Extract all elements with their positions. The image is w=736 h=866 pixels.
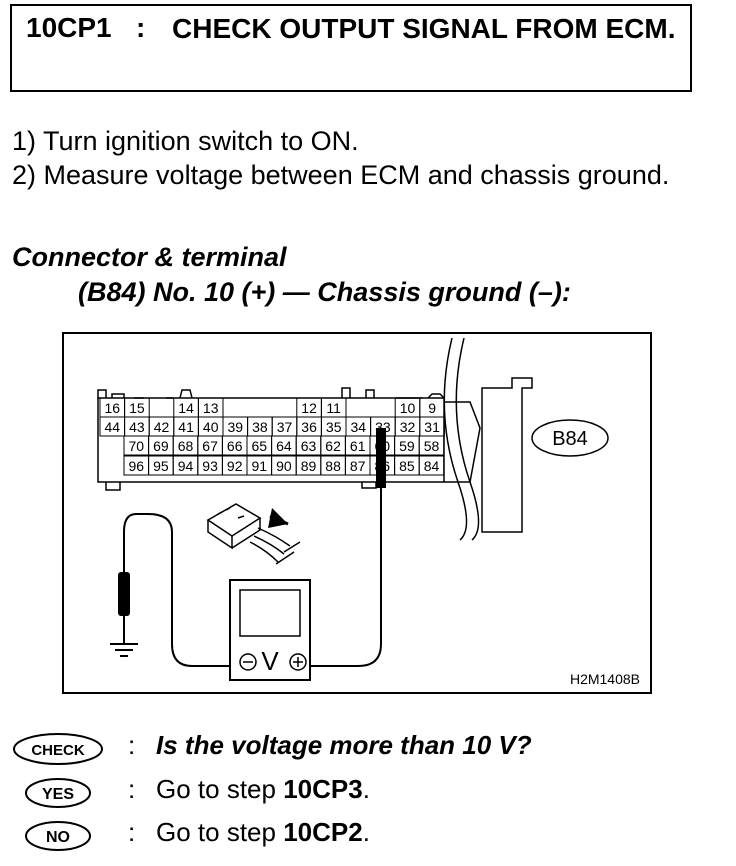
no-target-step: 10CP2: [283, 817, 363, 847]
pin-label: 70: [129, 438, 145, 454]
pin-label: 69: [153, 438, 169, 454]
pin-label: 10: [400, 400, 416, 416]
instruction-1: 1) Turn ignition switch to ON.: [12, 126, 359, 156]
connector-label: B84: [552, 428, 588, 450]
yes-answer: Go to step 10CP3.: [156, 774, 370, 805]
ground-symbol: [110, 643, 138, 657]
pin-label: 32: [400, 419, 416, 435]
connector-label-oval: [531, 419, 609, 457]
yes-target-step: 10CP3: [283, 774, 363, 804]
pin-label: 93: [202, 458, 218, 474]
pin-label: 37: [277, 419, 293, 435]
pin-label: 61: [350, 438, 366, 454]
pin-label: 34: [351, 419, 367, 435]
yes-suffix: .: [362, 774, 370, 804]
check-badge: CHECK: [13, 733, 103, 765]
pin-label: 9: [428, 400, 436, 416]
connector-heading: Connector & terminal: [12, 242, 287, 272]
pin-label: 42: [154, 419, 170, 435]
yes-colon: :: [128, 774, 136, 804]
yes-row: YES : Go to step 10CP3.: [0, 772, 736, 812]
pin-label: 84: [424, 458, 440, 474]
pin-label: 12: [301, 400, 317, 416]
no-colon: :: [128, 817, 136, 847]
pin-label: 95: [153, 458, 169, 474]
voltmeter-display: [239, 589, 301, 637]
pin-label: 13: [203, 400, 219, 416]
arrow-icon: [268, 508, 288, 528]
pin-label: 63: [301, 438, 317, 454]
pin-label: 62: [325, 438, 341, 454]
pin-label: 35: [326, 419, 342, 435]
pin-label: 96: [129, 458, 145, 474]
pin-label: 87: [350, 458, 366, 474]
plus-sign: [293, 657, 303, 667]
no-row: NO : Go to step 10CP2.: [0, 815, 736, 855]
check-colon: :: [128, 730, 136, 760]
pin-label: 94: [178, 458, 194, 474]
pin-label: 89: [301, 458, 317, 474]
step-colon: :: [136, 12, 146, 43]
diagram-frame: [62, 332, 652, 694]
pin-label: 67: [202, 438, 218, 454]
pin-label: 92: [227, 458, 243, 474]
step-code: 10CP1: [26, 12, 112, 43]
pin-label: 36: [301, 419, 317, 435]
no-badge-label: NO: [46, 829, 70, 846]
pin-label: 64: [276, 438, 292, 454]
pin-label: 68: [178, 438, 194, 454]
check-question: Is the voltage more than 10 V?: [156, 730, 532, 760]
pin-label: 58: [424, 438, 440, 454]
pin-label: 39: [228, 419, 244, 435]
pin-grid: [99, 397, 445, 476]
pin-label: 90: [276, 458, 292, 474]
yes-prefix: Go to step: [156, 774, 284, 804]
probe-tip: [376, 428, 386, 488]
pin-label: 88: [325, 458, 341, 474]
pin-label: 16: [105, 400, 121, 416]
voltmeter-symbol: V: [261, 646, 279, 676]
instruction-2: 2) Measure voltage between ECM and chass…: [12, 160, 670, 190]
break-lines: [443, 337, 480, 541]
pin-label: 43: [129, 419, 145, 435]
check-row: CHECK : Is the voltage more than 10 V?: [0, 728, 736, 768]
pin-label: 14: [178, 400, 194, 416]
pin-label: 66: [227, 438, 243, 454]
pin-label: 44: [105, 419, 121, 435]
pin-label: 41: [178, 419, 194, 435]
step-title: CHECK OUTPUT SIGNAL FROM ECM.: [172, 13, 676, 44]
yes-badge: YES: [25, 778, 91, 808]
ground-probe: [118, 572, 130, 616]
pin-label: 38: [252, 419, 268, 435]
no-prefix: Go to step: [156, 817, 284, 847]
figure-code: H2M1408B: [570, 671, 640, 687]
step-header-box: 10CP1 : CHECK OUTPUT SIGNAL FROM ECM.: [10, 4, 692, 92]
pin-cell: [418, 435, 445, 456]
check-badge-label: CHECK: [31, 742, 85, 759]
no-badge: NO: [25, 821, 91, 851]
pin-cell: [418, 455, 445, 476]
pin-label: 31: [424, 419, 440, 435]
pin-label: 65: [252, 438, 268, 454]
pin-label: 59: [399, 438, 415, 454]
connector-label-group: B84: [531, 419, 609, 457]
voltmeter: V: [229, 579, 311, 681]
yes-badge-label: YES: [42, 786, 74, 803]
pin-label: 15: [129, 400, 145, 416]
connector-spec: (B84) No. 10 (+) — Chassis ground (–):: [78, 277, 571, 307]
positive-probe: [302, 428, 386, 667]
pin-label: 40: [203, 419, 219, 435]
no-suffix: .: [362, 817, 370, 847]
pin-label: 91: [252, 458, 268, 474]
connector-sketch: [206, 503, 301, 565]
pin-label: 11: [326, 400, 341, 416]
positive-lead: [302, 488, 382, 667]
pin-label: 85: [399, 458, 415, 474]
ground-lead: [110, 513, 240, 667]
no-answer: Go to step 10CP2.: [156, 817, 370, 848]
